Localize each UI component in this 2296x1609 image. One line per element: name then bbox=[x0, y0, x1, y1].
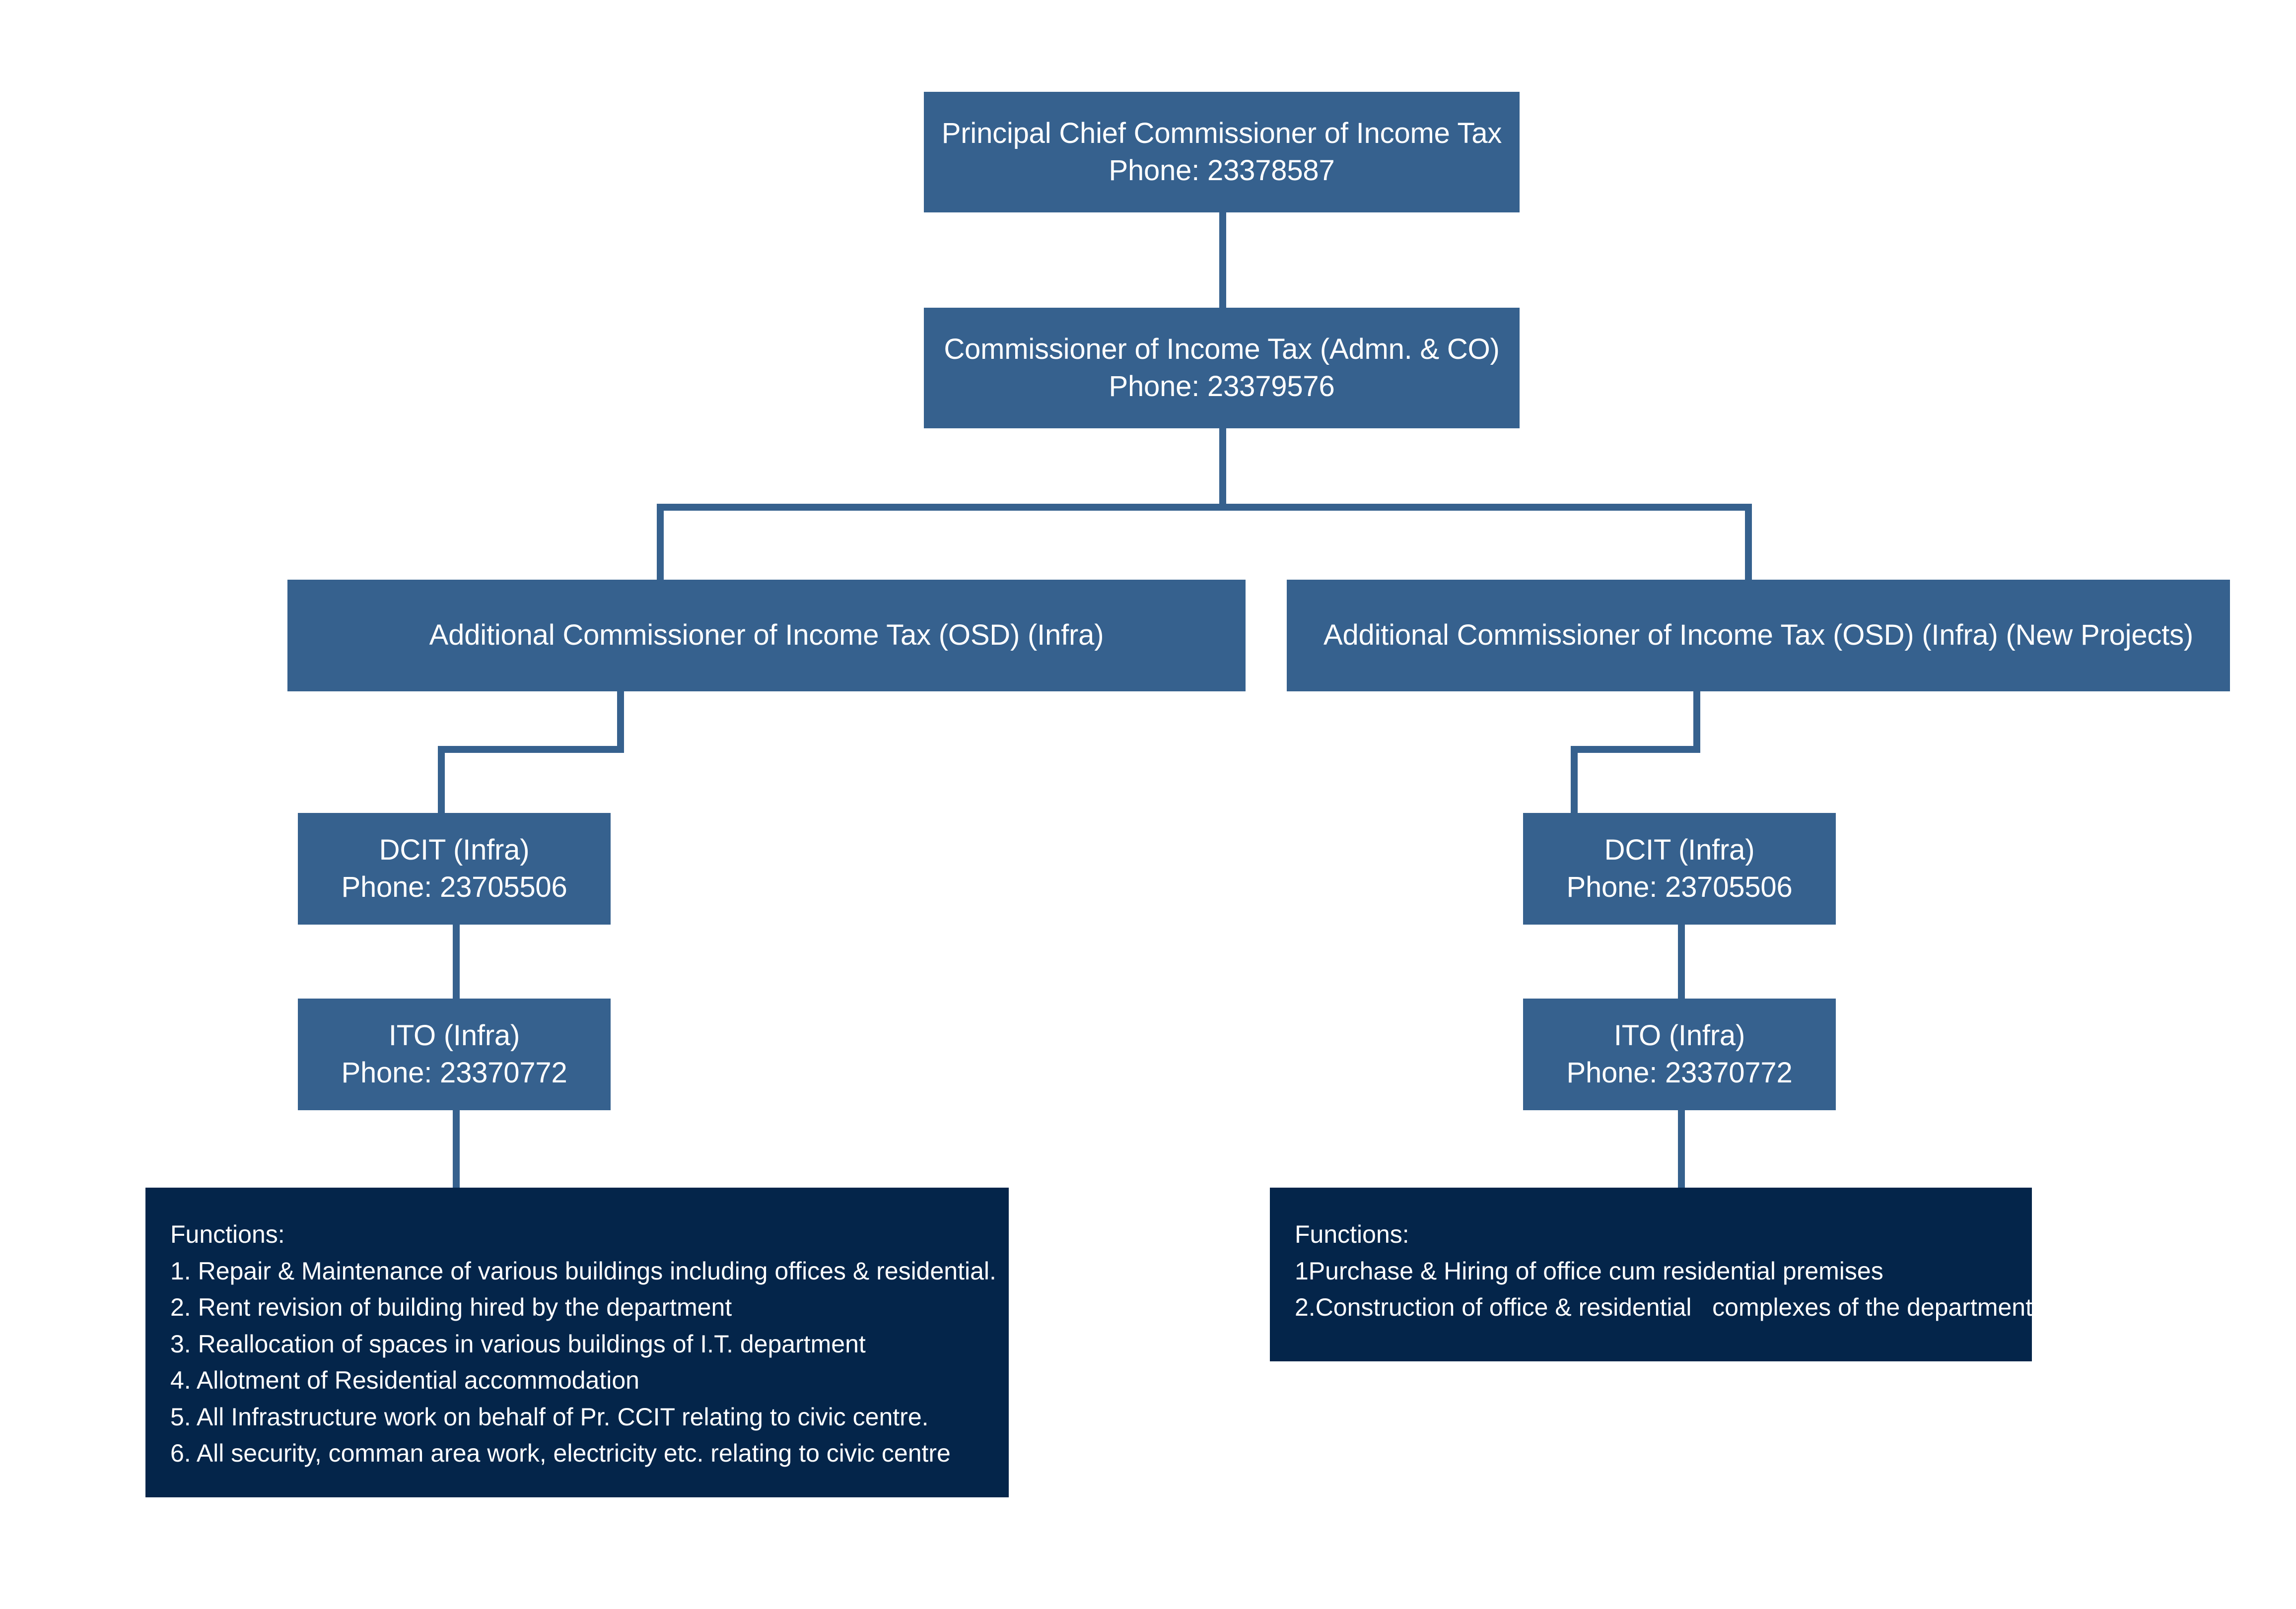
node-title: DCIT (Infra) bbox=[379, 834, 530, 867]
node-dcit-infra-left[interactable]: DCIT (Infra) Phone: 23705506 bbox=[298, 813, 611, 925]
connector-addl-right-elbow bbox=[1571, 746, 1700, 753]
node-addl-commissioner-osd-infra[interactable]: Additional Commissioner of Income Tax (O… bbox=[287, 580, 1246, 691]
node-phone: Phone: 23370772 bbox=[1566, 1056, 1793, 1089]
node-phone: Phone: 23705506 bbox=[1566, 871, 1793, 903]
node-title: Commissioner of Income Tax (Admn. & CO) bbox=[944, 333, 1500, 366]
functions-item: 1. Repair & Maintenance of various build… bbox=[170, 1257, 996, 1285]
functions-item: 2. Rent revision of building hired by th… bbox=[170, 1293, 732, 1321]
functions-panel-left: Functions: 1. Repair & Maintenance of va… bbox=[145, 1188, 1009, 1497]
node-title: Additional Commissioner of Income Tax (O… bbox=[429, 619, 1104, 652]
functions-panel-right: Functions: 1Purchase & Hiring of office … bbox=[1270, 1188, 2032, 1361]
connector-bus-level2 bbox=[657, 504, 1752, 511]
node-addl-commissioner-osd-infra-new-projects[interactable]: Additional Commissioner of Income Tax (O… bbox=[1287, 580, 2230, 691]
node-ito-infra-right[interactable]: ITO (Infra) Phone: 23370772 bbox=[1523, 999, 1836, 1110]
node-ito-infra-left[interactable]: ITO (Infra) Phone: 23370772 bbox=[298, 999, 611, 1110]
functions-item: 1Purchase & Hiring of office cum residen… bbox=[1295, 1257, 1883, 1285]
node-phone: Phone: 23705506 bbox=[341, 871, 567, 903]
node-title: ITO (Infra) bbox=[1613, 1019, 1745, 1052]
node-dcit-infra-right[interactable]: DCIT (Infra) Phone: 23705506 bbox=[1523, 813, 1836, 925]
connector-cit-drop bbox=[1219, 428, 1226, 507]
node-title: Additional Commissioner of Income Tax (O… bbox=[1323, 619, 2194, 652]
node-commissioner-admn-co[interactable]: Commissioner of Income Tax (Admn. & CO) … bbox=[924, 308, 1520, 428]
node-title: ITO (Infra) bbox=[388, 1019, 520, 1052]
functions-item: 3. Reallocation of spaces in various bui… bbox=[170, 1330, 866, 1358]
connector-addl-left-elbow bbox=[438, 746, 624, 753]
connector-addl-right-drop bbox=[1693, 691, 1700, 753]
connector-bus-to-addl-right bbox=[1745, 504, 1752, 581]
node-principal-chief-commissioner[interactable]: Principal Chief Commissioner of Income T… bbox=[924, 92, 1520, 212]
functions-item: 6. All security, comman area work, elect… bbox=[170, 1439, 951, 1467]
connector-pccit-to-cit bbox=[1219, 211, 1226, 308]
connector-addl-left-drop bbox=[617, 691, 624, 753]
connector-ito-to-functions-right bbox=[1678, 1108, 1685, 1190]
functions-item: 5. All Infrastructure work on behalf of … bbox=[170, 1403, 929, 1431]
connector-dcit-to-ito-right bbox=[1678, 924, 1685, 1001]
functions-item: 4. Allotment of Residential accommodatio… bbox=[170, 1366, 639, 1394]
node-phone: Phone: 23370772 bbox=[341, 1056, 567, 1089]
node-title: DCIT (Infra) bbox=[1604, 834, 1755, 867]
functions-label: Functions: bbox=[1295, 1220, 1409, 1248]
functions-label: Functions: bbox=[170, 1220, 285, 1248]
node-phone: Phone: 23379576 bbox=[1109, 370, 1335, 402]
connector-bus-to-addl-left bbox=[657, 504, 664, 581]
node-phone: Phone: 23378587 bbox=[1109, 154, 1335, 187]
functions-item: 2.Construction of office & residential c… bbox=[1295, 1293, 2032, 1321]
connector-elbow-to-dcit-left bbox=[438, 746, 445, 813]
connector-ito-to-functions-left bbox=[453, 1108, 460, 1190]
node-title: Principal Chief Commissioner of Income T… bbox=[941, 117, 1502, 150]
connector-elbow-to-dcit-right bbox=[1571, 746, 1578, 813]
connector-dcit-to-ito-left bbox=[453, 924, 460, 1001]
